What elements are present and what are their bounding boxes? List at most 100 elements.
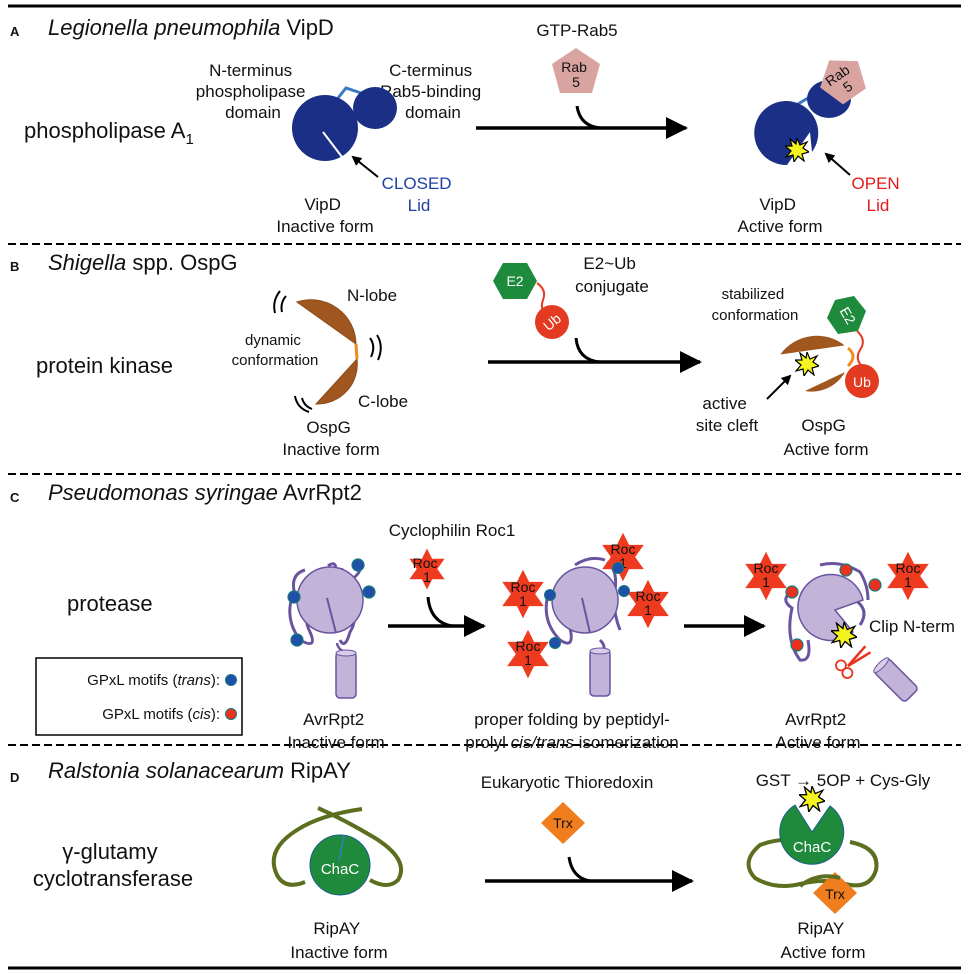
roc1-glyph: Roc 1 [409, 548, 445, 590]
inactive-line: Inactive form [287, 733, 384, 752]
rab-line: 5 [572, 74, 580, 90]
e2-ub-linker [856, 330, 865, 369]
panel-d-organism: Ralstonia solanacearum [48, 758, 284, 783]
trans-motif [287, 590, 301, 604]
panel-letter-b: B [10, 259, 19, 274]
ripay-inactive-label: RipAY Inactive form [290, 919, 387, 962]
hinge [846, 346, 855, 368]
roc-line: Roc [413, 555, 438, 571]
active-line: RipAY [797, 919, 844, 938]
legend-text: GPxL motifs ( [87, 672, 177, 689]
closed-line: CLOSED [382, 174, 452, 193]
thioredoxin-label: Eukaryotic Thioredoxin [481, 773, 654, 792]
trans-motif-swatch [225, 674, 237, 686]
trx-text: Trx [553, 815, 573, 831]
vipd-active-label: VipD Active form [737, 195, 822, 236]
trans-motif [549, 637, 561, 649]
panel-b-protein: spp. OspG [126, 250, 237, 275]
n-term-line: domain [225, 103, 281, 122]
effector-hook-b [574, 337, 601, 364]
n-lobe-shape [295, 299, 357, 345]
vipd-inactive-label: VipD Inactive form [276, 195, 373, 236]
category-line: γ-glutamy [62, 839, 157, 864]
roc-line: Roc [611, 541, 636, 557]
roc-line: 1 [423, 569, 431, 585]
trans-motif [351, 558, 365, 572]
panel-d-category: γ-glutamy cyclotransferase [33, 839, 193, 891]
panel-c-category: protease [67, 591, 153, 616]
roc-line: Roc [516, 638, 541, 654]
chac-text: ChaC [793, 839, 832, 856]
c-terminus-label: C-terminus Rab5-binding domain [380, 61, 486, 122]
c-lobe-label: C-lobe [358, 392, 408, 411]
cis-motif-swatch [225, 708, 237, 720]
c-lobe-shape [314, 357, 358, 405]
c-term-line: C-terminus [389, 61, 472, 80]
n-term-line: N-terminus [209, 61, 292, 80]
cylinder-top [335, 649, 357, 657]
e2-ub-conjugate-glyph: E2 Ub [493, 263, 569, 339]
dynamic-line: conformation [232, 352, 319, 369]
panel-b-title: Shigella spp. OspG [48, 250, 238, 275]
cis-motif [868, 578, 882, 592]
motif-legend: GPxL motifs (trans): GPxL motifs (cis): [35, 657, 243, 736]
trx-glyph: Trx [541, 802, 585, 844]
motion-lines-icon [273, 290, 287, 314]
e2-ub-label: E2~Ub conjugate [575, 254, 649, 296]
c-term-line: Rab5-binding [380, 82, 481, 101]
dynamic-conformation-label: dynamic conformation [232, 332, 319, 369]
scissors-icon [835, 645, 872, 679]
vipd-n-domain-open [754, 101, 819, 166]
inactive-line: Inactive form [276, 217, 373, 236]
legend-italic: trans [177, 672, 211, 689]
legend-text: ): [211, 706, 220, 723]
panel-b-organism: Shigella [48, 250, 126, 275]
inactive-line: RipAY [313, 919, 360, 938]
n-term-cylinder [335, 651, 357, 699]
panel-d-title: Ralstonia solanacearum RipAY [48, 758, 351, 783]
ospg-active-glyph: E2 Ub [780, 296, 879, 398]
chac-domain-open [779, 804, 845, 865]
panel-letter-a: A [10, 24, 20, 39]
protease-domain-open [797, 573, 864, 642]
roc-line: Roc [754, 560, 779, 576]
legend-cis-label: GPxL motifs (cis): [102, 706, 220, 723]
rab5-bound: Rab 5 [820, 60, 866, 105]
motion-lines-icon [294, 395, 313, 413]
n-lobe-label: N-lobe [347, 286, 397, 305]
closed-lid-label: CLOSED Lid [382, 174, 457, 215]
folding-label: proper folding by peptidyl- [474, 710, 670, 729]
n-terminus-label: N-terminus phospholipase domain [196, 61, 310, 122]
e2-text: E2 [506, 273, 523, 289]
roc-line: 1 [619, 555, 627, 571]
gtp-rab5-label: GTP-Rab5 [536, 21, 617, 40]
ospg-inactive-label: OspG Inactive form [282, 418, 379, 459]
trans-motif [612, 562, 624, 574]
isomerization-label: prolyl cis/trans isomerization [465, 733, 679, 752]
c-term-line: domain [405, 103, 461, 122]
panel-letter-d: D [10, 770, 19, 785]
roc-line: Roc [896, 560, 921, 576]
panel-a-title: Legionella pneumophila VipD [48, 15, 334, 40]
trx-bound-shape [813, 872, 857, 914]
roc1-text: Roc 1 [413, 555, 442, 585]
panel-d: D Ralstonia solanacearum RipAY γ-glutamy… [10, 758, 931, 962]
chac-text: ChaC [321, 861, 360, 878]
panel-b-category: protein kinase [36, 353, 173, 378]
panel-letter-c: C [10, 490, 20, 505]
panel-c-protein: AvrRpt2 [278, 480, 362, 505]
legend-italic: cis [192, 706, 211, 723]
effector-line: E2~Ub [583, 254, 635, 273]
stabilized-line: conformation [712, 307, 799, 324]
avrrpt2-inactive-glyph [287, 558, 376, 699]
effector-line: conjugate [575, 277, 649, 296]
legend-box [35, 657, 243, 736]
inactive-line: Inactive form [282, 440, 379, 459]
avrrpt2-active-label: AvrRpt2 Active form [775, 710, 860, 752]
active-site-spark-icon [795, 352, 819, 376]
